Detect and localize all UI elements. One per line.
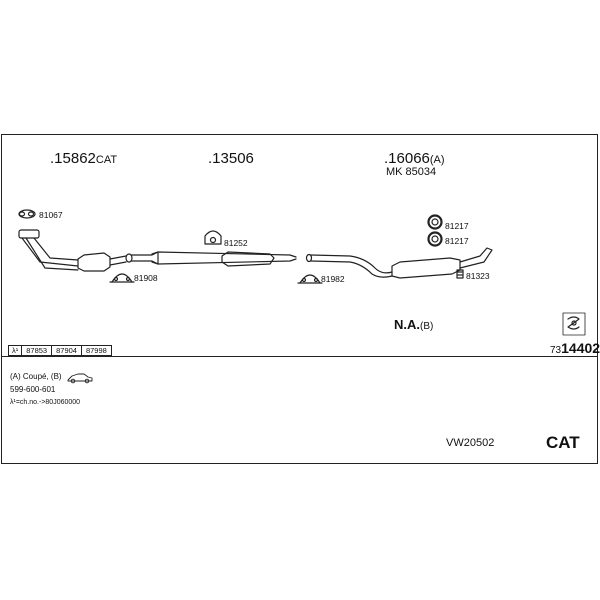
model-code: VW20502	[446, 437, 495, 449]
tool-icon	[562, 312, 586, 336]
diagram-code: 7314402	[550, 340, 600, 356]
not-available-note: N.A.(B)	[394, 317, 434, 332]
hanger-icon	[204, 230, 222, 245]
parts-table-cell: 87904	[51, 346, 81, 355]
catalyst-label: CAT	[546, 433, 580, 452]
bracket-icon	[456, 269, 464, 279]
parts-table-cell: 87853	[21, 346, 51, 355]
callout-81217-top: 81217	[445, 221, 469, 231]
clamp-icon	[109, 273, 135, 283]
note-chassis: λ¹=ch.no.->80J060000	[10, 399, 81, 406]
note-models: 599-600-601	[10, 385, 56, 394]
diagram-frame	[1, 134, 598, 464]
parts-table-cell: 87998	[80, 346, 111, 355]
ring-icon	[427, 231, 443, 247]
middle-pipe-with-silencer	[125, 251, 297, 267]
part-number-13506: .13506	[208, 150, 254, 167]
front-pipe-with-catalyst	[18, 229, 127, 272]
car-icon	[67, 373, 93, 384]
parts-table-cell: λ¹	[12, 346, 19, 355]
note-variant: (A) Coupé, (B)	[10, 372, 62, 381]
callout-81982: 81982	[321, 274, 345, 284]
callout-81217-bottom: 81217	[445, 236, 469, 246]
parts-table: λ¹ 87853 87904 87998	[8, 345, 112, 356]
ring-icon	[427, 214, 443, 230]
clamp-icon	[297, 274, 323, 284]
part-number-16066: .16066(A)	[384, 150, 445, 167]
callout-81067: 81067	[39, 210, 63, 220]
callout-81323: 81323	[466, 271, 490, 281]
callout-81252: 81252	[224, 238, 248, 248]
gasket-icon	[18, 209, 36, 219]
part-number-15862: .15862CAT	[50, 150, 118, 167]
callout-81908: 81908	[134, 273, 158, 283]
mounting-kit-number: MK 85034	[386, 166, 437, 178]
divider-line	[1, 356, 598, 357]
